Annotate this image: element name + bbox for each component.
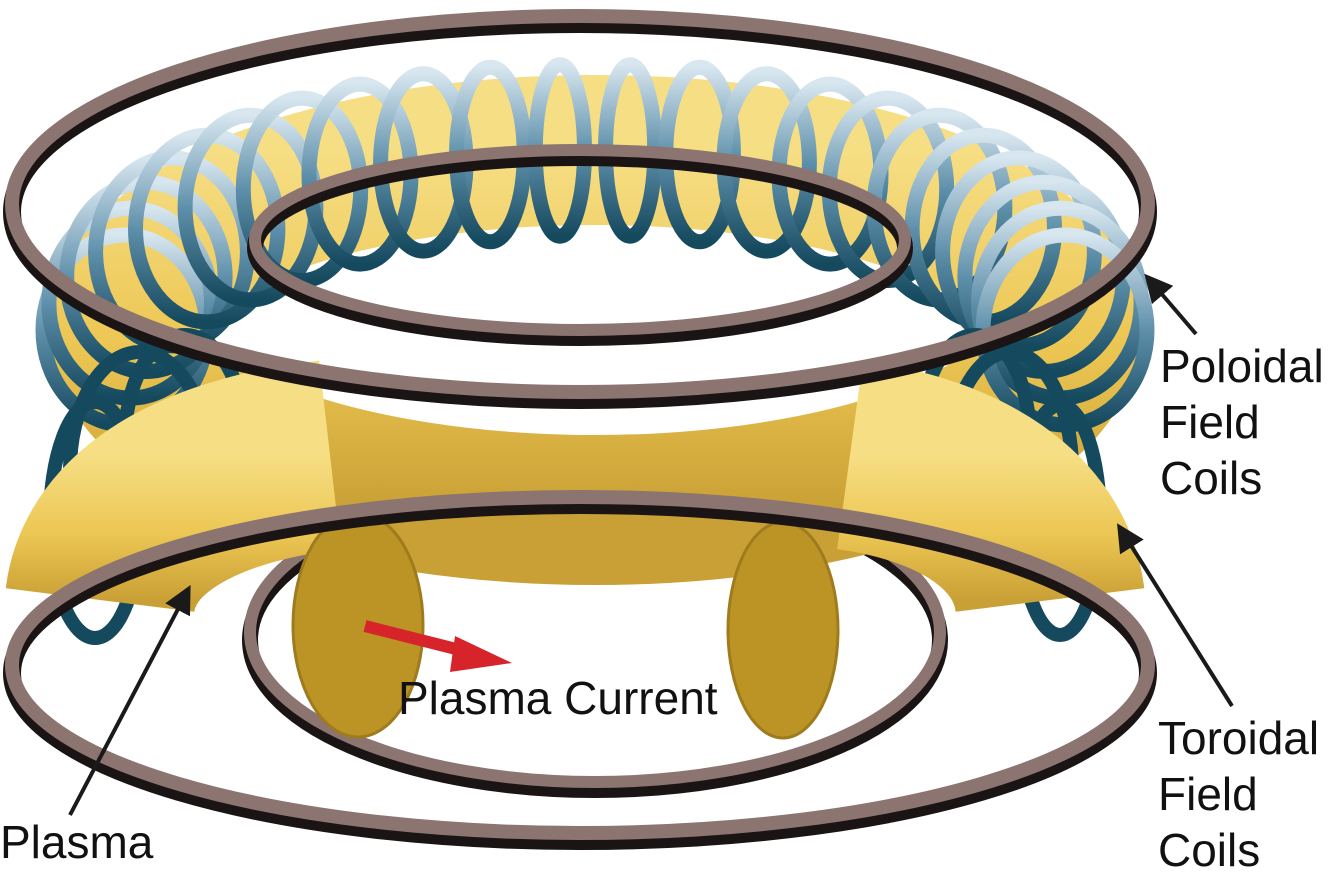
upper-outer-poloidal-coil <box>3 9 1157 409</box>
poloidal-field-coils-label: Poloidal Field Coils <box>1160 338 1324 506</box>
toroidal-field-coils-label: Toroidal Field Coils <box>1158 710 1319 878</box>
poloidal-pointer-arrow <box>1144 273 1198 336</box>
poloidal-label-line-2: Field <box>1160 396 1260 448</box>
toroidal-label-line-3: Coils <box>1158 824 1261 876</box>
upper-inner-poloidal-coil <box>247 144 913 346</box>
plasma-cross-section-right <box>726 520 840 740</box>
plasma-current-arrow <box>363 620 512 672</box>
toroidal-label-line-1: Toroidal <box>1158 712 1320 764</box>
toroidal-label-line-2: Field <box>1158 768 1258 820</box>
plasma-label: Plasma <box>0 816 154 868</box>
poloidal-label-line-3: Coils <box>1160 452 1263 504</box>
toroidal-pointer-arrow <box>1117 523 1234 708</box>
plasma-current-label: Plasma Current <box>398 672 718 724</box>
plasma-pointer-arrow <box>68 585 191 816</box>
lower-outer-poloidal-coil <box>3 490 1157 850</box>
poloidal-label-line-1: Poloidal <box>1160 340 1324 392</box>
